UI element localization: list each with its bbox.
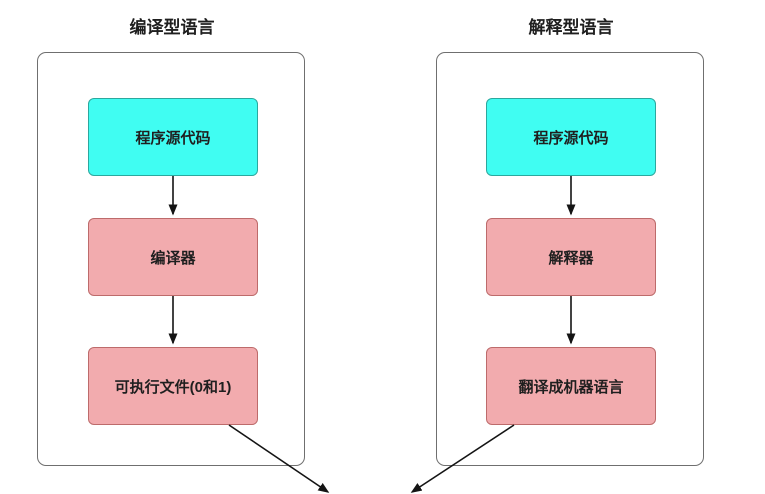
interpreted-language-title: 解释型语言: [528, 18, 614, 37]
node-label: 解释器: [548, 249, 594, 267]
node-label: 程序源代码: [135, 129, 211, 147]
node-label: 程序源代码: [533, 129, 609, 147]
node-compiler: 编译器: [88, 218, 258, 296]
node-compiled-source-code: 程序源代码: [88, 98, 258, 176]
compiled-language-title: 编译型语言: [129, 18, 215, 37]
node-label: 翻译成机器语言: [518, 378, 624, 396]
node-executable-file: 可执行文件(0和1): [88, 347, 258, 425]
node-machine-language-translation: 翻译成机器语言: [486, 347, 656, 425]
node-interpreted-source-code: 程序源代码: [486, 98, 656, 176]
node-interpreter: 解释器: [486, 218, 656, 296]
node-label: 可执行文件(0和1): [114, 378, 232, 396]
node-label: 编译器: [150, 249, 196, 267]
